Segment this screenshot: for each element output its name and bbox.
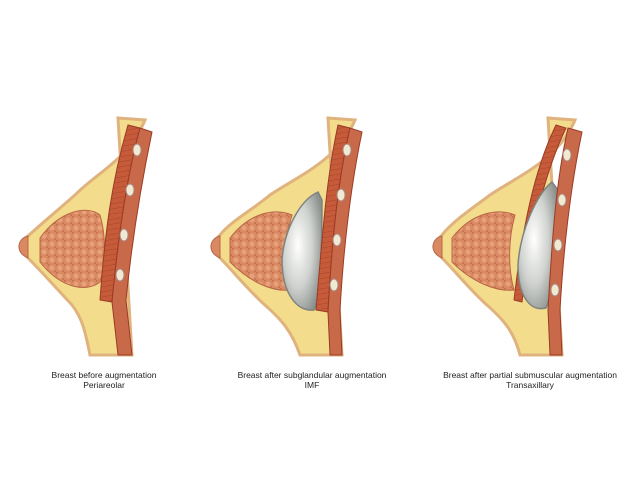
rib [562, 148, 572, 162]
rib [553, 238, 563, 252]
caption-title: Breast after partial submuscular augment… [443, 370, 617, 380]
caption-incision: IMF [304, 380, 320, 390]
rib [336, 188, 346, 202]
caption-title: Breast after subglandular augmentation [237, 370, 387, 380]
glandular-tissue [451, 211, 516, 291]
rib [125, 183, 135, 197]
rib [119, 228, 129, 242]
caption-incision: Periareolar [83, 380, 125, 390]
rib [342, 143, 352, 157]
rib [332, 233, 342, 247]
caption-incision: Transaxillary [506, 380, 554, 390]
panel-subglandular [210, 116, 363, 357]
rib [329, 278, 339, 292]
nipple [432, 235, 443, 259]
rib [557, 193, 567, 207]
rib [132, 143, 142, 157]
rib [115, 268, 125, 282]
panel-before-augmentation [18, 116, 153, 357]
caption-subglandular: Breast after subglandular augmentation I… [212, 370, 412, 390]
rib [550, 283, 560, 297]
nipple [210, 235, 221, 259]
caption-submuscular: Breast after partial submuscular augment… [430, 370, 630, 390]
panel-submuscular [432, 116, 583, 357]
caption-title: Breast before augmentation [51, 370, 157, 380]
nipple [18, 235, 29, 259]
chest-wall [327, 127, 363, 356]
chest-wall [547, 127, 583, 356]
caption-before-augmentation: Breast before augmentation Periareolar [4, 370, 204, 390]
